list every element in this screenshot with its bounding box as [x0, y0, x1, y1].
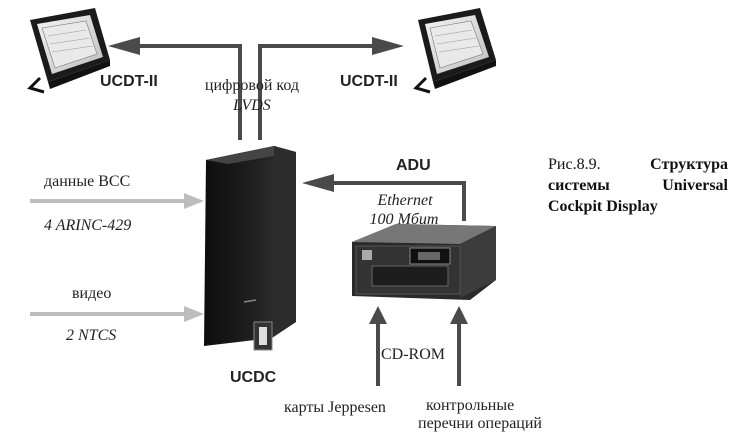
digital-code-label: цифровой код — [204, 77, 300, 94]
ntcs-label: 2 NTCS — [66, 327, 117, 344]
lvds-bus-arrows — [108, 37, 404, 140]
bcc-data-label: данные BCC — [44, 173, 131, 190]
adu-unit — [352, 224, 496, 300]
checklists-label-2: перечни операций — [418, 415, 542, 432]
ucdc-label: UCDC — [230, 369, 277, 386]
adu-input-arrows — [369, 306, 468, 386]
cdrom-label: CD-ROM — [381, 346, 446, 363]
caption-title-2a: системы — [548, 177, 610, 194]
caption-title-2b: Universal — [662, 177, 728, 194]
caption-prefix: Рис.8.9. — [548, 156, 601, 173]
video-label: видео — [72, 285, 112, 302]
input-arrows — [30, 193, 204, 322]
ucdc-tower — [204, 146, 296, 351]
caption-title-1: Структура — [650, 156, 728, 173]
adu-arrow — [302, 174, 466, 221]
jeppesen-label: карты Jeppesen — [284, 399, 386, 416]
arinc-label: 4 ARINC-429 — [44, 217, 132, 234]
ethernet-label: Ethernet — [377, 192, 433, 209]
ucdt-left-device — [27, 8, 110, 94]
adu-label: ADU — [396, 157, 431, 174]
figure-caption: Рис.8.9. Структура системы Universal Coc… — [548, 154, 728, 217]
ucdt-right-label: UCDT-II — [340, 73, 398, 90]
ethernet-speed-label: 100 Мбит — [369, 211, 439, 228]
caption-title-3: Cockpit Display — [548, 198, 658, 215]
lvds-label: LVDS — [233, 97, 271, 114]
ucdt-right-device — [413, 8, 496, 94]
ucdt-left-label: UCDT-II — [100, 73, 158, 90]
checklists-label-1: контрольные — [426, 397, 515, 414]
